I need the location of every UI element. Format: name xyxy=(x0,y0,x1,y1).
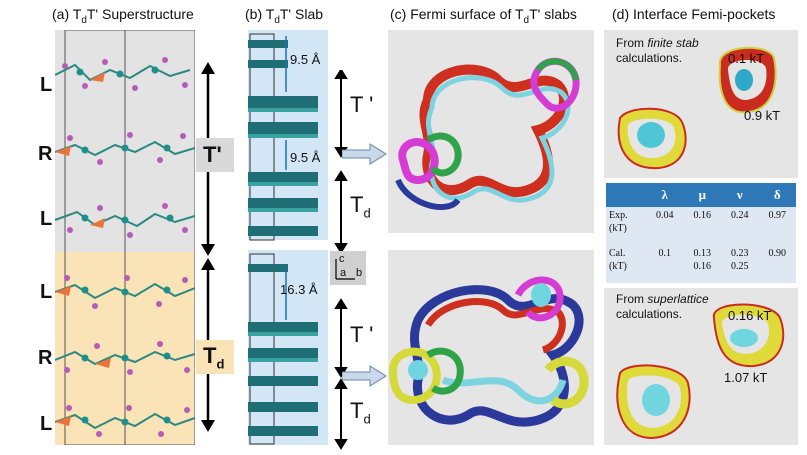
finite-note-suffix: calculations. xyxy=(616,51,683,65)
table-header-row: λ μ ν δ xyxy=(606,183,796,207)
finite-slab-note: From finite stab calculations. xyxy=(616,36,699,66)
td-phase-sub: d xyxy=(216,356,225,372)
panel-c-title-rest: T' slabs xyxy=(529,6,577,22)
unit-cell-left xyxy=(64,30,126,445)
slab-td-T-2: T xyxy=(350,398,364,423)
finite-note-prefix: From xyxy=(616,36,648,50)
table-row: Cal. (kT) 0.1 0.13 0.16 0.23 0.25 0.90 xyxy=(606,245,796,283)
distance-label-2: 9.5 Å xyxy=(290,150,321,165)
distance-label-1: 9.5 Å xyxy=(290,52,321,67)
table-cell: 0.1 xyxy=(646,245,684,283)
layer-label-5: R xyxy=(38,347,53,369)
unit-cell-right xyxy=(124,30,195,445)
pocket-frequency-table: λ μ ν δ Exp. (kT) 0.04 0.16 0.24 0.97 Ca… xyxy=(606,183,796,283)
superlattice-pocket-shapes xyxy=(616,303,785,440)
metal-atoms xyxy=(76,66,174,426)
table-cell: 0.24 xyxy=(721,207,759,245)
super-pocket-label-1: 0.16 kT xyxy=(728,308,772,323)
table-row: Exp. (kT) 0.04 0.16 0.24 0.97 xyxy=(606,207,796,245)
table-header-nu: ν xyxy=(721,183,759,207)
finite-note-em: finite stab xyxy=(647,36,699,50)
pocket-center-left xyxy=(408,360,428,380)
table-cell: 0.13 0.16 xyxy=(683,245,721,283)
td-phase-badge xyxy=(196,340,234,374)
slab-tprime-label-2: T ' xyxy=(350,322,374,347)
slab-tprime-label-1: T ' xyxy=(350,92,374,117)
panel-b-title-sub: d xyxy=(274,14,280,26)
super-note-suffix: calculations. xyxy=(616,307,683,321)
slab-td-sub-1: d xyxy=(363,205,371,221)
table-row-label: Cal. (kT) xyxy=(606,245,646,283)
panel-a-structure xyxy=(55,30,195,445)
panel-c-title-sub: d xyxy=(523,14,530,26)
table-header-mu: μ xyxy=(683,183,721,207)
fermi-surface-superlattice-plot xyxy=(388,276,589,427)
finite-slab-pockets: From finite stab calculations. 0.1 kT 0.… xyxy=(604,30,798,178)
table-cell: 0.23 0.25 xyxy=(721,245,759,283)
fermi-surface-superlattice xyxy=(388,250,594,445)
table-header-delta: δ xyxy=(758,183,796,207)
panel-a-span-arrows xyxy=(201,62,215,432)
layer-label-4: L xyxy=(40,281,53,303)
fermi-surface-finite-plot xyxy=(395,57,580,211)
super-note-em: superlattice xyxy=(647,292,709,306)
panel-a-title-text: (a) T xyxy=(52,6,82,22)
slab-bottom xyxy=(248,250,328,445)
panel-c-title-text: (c) Fermi surface of T xyxy=(390,6,524,22)
slab-td-sub-2: d xyxy=(363,411,371,427)
slab-td-label-2: Td xyxy=(350,398,371,426)
slab-td-label-1: Td xyxy=(350,192,371,220)
pocket-center-top xyxy=(531,283,551,307)
superlattice-note: From superlattice calculations. xyxy=(616,292,709,322)
atoms xyxy=(62,57,190,437)
layer-label-3: L xyxy=(40,208,53,230)
table-cell: 0.90 xyxy=(758,245,796,283)
pointer-arrow-bottom xyxy=(342,365,387,387)
table-cell: 0.16 xyxy=(683,207,721,245)
distance-label-3: 16.3 Å xyxy=(280,282,318,297)
layer-label-1: L xyxy=(40,74,53,96)
panel-b-title: (b) TdT' Slab xyxy=(245,6,323,26)
panel-b-title-text: (b) T xyxy=(245,6,275,22)
slab-polyhedra xyxy=(248,33,318,445)
axes-inset: c a b xyxy=(330,251,366,285)
finite-pocket-label-2: 0.9 kT xyxy=(744,108,781,123)
tprime-phase-label: T' xyxy=(203,142,222,167)
panel-a-title: (a) TdT' Superstructure xyxy=(52,6,194,26)
panel-a-title-rest: T' Superstructure xyxy=(86,6,194,22)
superlattice-pockets: From superlattice calculations. 0.16 kT … xyxy=(604,288,798,445)
axis-c-label: c xyxy=(339,253,345,265)
table-header-lambda: λ xyxy=(646,183,684,207)
finite-pocket-label-1: 0.1 kT xyxy=(728,51,765,66)
td-phase-label: Td xyxy=(203,343,224,371)
super-pocket-label-2: 1.07 kT xyxy=(724,370,768,385)
axes-icon xyxy=(335,259,355,280)
super-note-prefix: From xyxy=(616,292,648,306)
panel-a-title-sub: d xyxy=(81,14,87,26)
panel-c-title: (c) Fermi surface of TdT' slabs xyxy=(390,6,577,26)
displacement-arrows xyxy=(55,72,111,426)
table-cell: 0.04 xyxy=(646,207,684,245)
table-cell: 0.97 xyxy=(758,207,796,245)
pointer-arrow-top xyxy=(342,143,387,165)
table-row-label: Exp. (kT) xyxy=(606,207,646,245)
tprime-phase-badge xyxy=(196,138,234,172)
table-header-0 xyxy=(606,183,646,207)
axis-b-label: b xyxy=(356,267,363,279)
td-phase-T: T xyxy=(203,343,217,368)
fermi-surface-finite xyxy=(388,30,594,233)
slab-td-T-1: T xyxy=(350,192,364,217)
layer-label-6: L xyxy=(40,413,53,435)
panel-b-title-rest: T' Slab xyxy=(279,6,324,22)
panel-d-title: (d) Interface Femi-pockets xyxy=(612,6,776,22)
panel-b-span-arrows xyxy=(334,70,348,450)
finite-pocket-shapes xyxy=(617,46,777,170)
axis-a-label: a xyxy=(340,267,347,279)
layer-label-2: R xyxy=(38,143,53,165)
